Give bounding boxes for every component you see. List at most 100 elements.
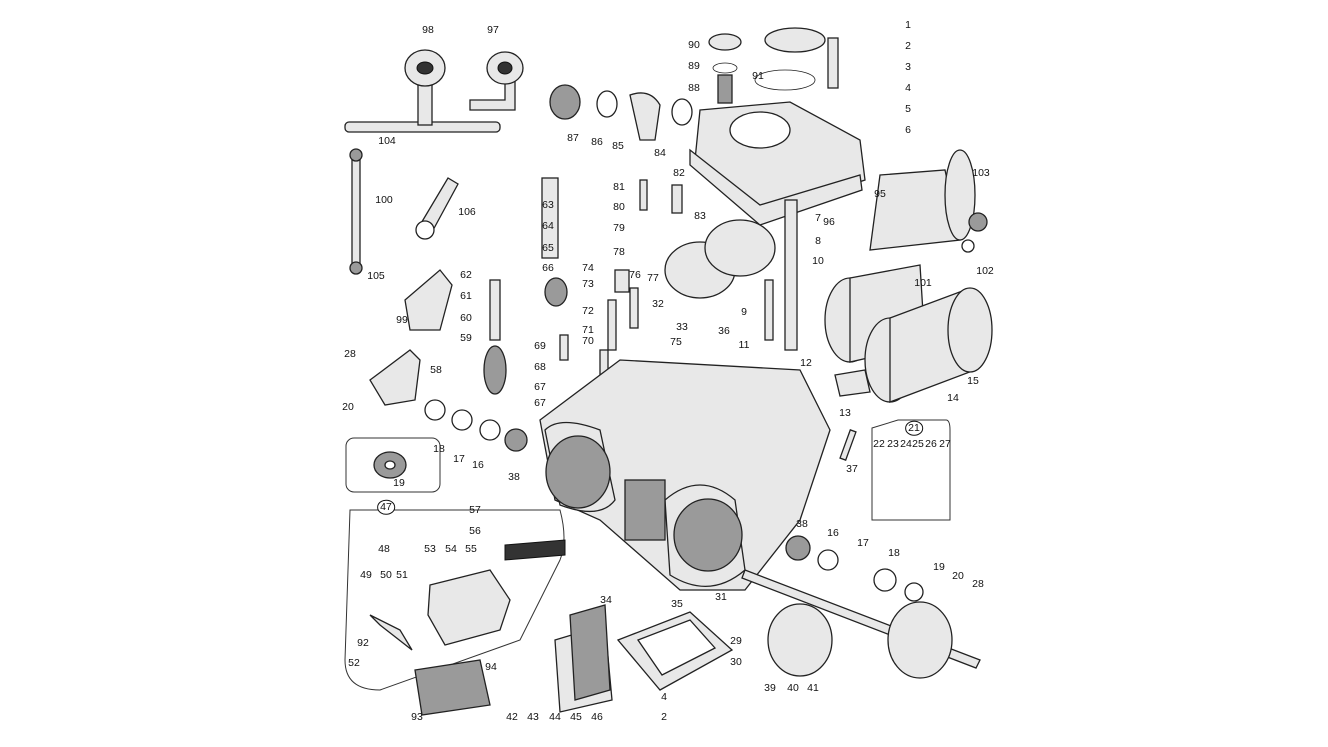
part-shape <box>887 601 953 679</box>
part-label: 49 <box>360 568 372 581</box>
part-shape <box>541 177 559 259</box>
part-label: 72 <box>582 304 594 317</box>
part-label: 103 <box>972 166 990 179</box>
part-label: 82 <box>673 166 685 179</box>
part-label: 30 <box>730 655 742 668</box>
part-label: 91 <box>752 69 764 82</box>
part-shape <box>961 239 975 253</box>
part-label: 61 <box>460 289 472 302</box>
part-shape <box>764 279 774 341</box>
part-label: 70 <box>582 334 594 347</box>
inset-box-19 <box>345 437 441 493</box>
part-label: 81 <box>613 180 625 193</box>
part-shape <box>351 151 361 273</box>
part-label: 65 <box>542 241 554 254</box>
part-shape <box>827 37 839 89</box>
part-label: 6 <box>905 123 911 136</box>
part-shape <box>545 435 611 509</box>
part-label: 2 <box>661 710 667 723</box>
part-label: 11 <box>738 338 750 351</box>
part-label: 28 <box>972 577 984 590</box>
part-label: 69 <box>534 339 546 352</box>
carburetor-body-31 <box>539 359 831 591</box>
part-shape <box>489 279 501 341</box>
part-shape <box>689 148 863 226</box>
part-label: 73 <box>582 277 594 290</box>
part-shape <box>369 614 413 651</box>
part-label-circled: 21 <box>905 420 923 436</box>
part-label: 50 <box>380 568 392 581</box>
part-label: 18 <box>888 546 900 559</box>
part-shape <box>384 460 396 470</box>
part-label: 57 <box>469 503 481 516</box>
link-rod-100 <box>349 148 363 275</box>
part-label: 1 <box>905 18 911 31</box>
part-label: 100 <box>375 193 393 206</box>
part-label: 8 <box>815 234 821 247</box>
part-label: 75 <box>670 335 682 348</box>
part-shape <box>614 269 630 293</box>
part-shape <box>639 179 648 211</box>
part-shape <box>607 299 617 351</box>
part-label: 40 <box>787 681 799 694</box>
part-label: 64 <box>542 219 554 232</box>
part-label: 90 <box>688 38 700 51</box>
part-label: 95 <box>874 187 886 200</box>
part-label: 46 <box>591 710 603 723</box>
part-label: 59 <box>460 331 472 344</box>
part-label: 92 <box>357 636 369 649</box>
part-label: 53 <box>424 542 436 555</box>
part-label: 60 <box>460 311 472 324</box>
part-shape <box>784 199 798 351</box>
part-shape <box>569 604 611 701</box>
part-label: 19 <box>393 476 405 489</box>
part-label: 19 <box>933 560 945 573</box>
part-shape <box>767 603 833 677</box>
part-label: 13 <box>839 406 851 419</box>
part-label: 39 <box>764 681 776 694</box>
part-label: 96 <box>823 215 835 228</box>
part-shape <box>349 148 363 162</box>
part-shape <box>415 220 435 240</box>
part-label: 94 <box>485 660 497 673</box>
part-label: 104 <box>378 134 396 147</box>
part-shape <box>817 549 839 571</box>
part-label: 12 <box>800 356 812 369</box>
linkage-rod-98-97 <box>344 49 524 133</box>
part-label: 2 <box>905 39 911 52</box>
part-label: 26 <box>925 437 937 450</box>
part-label: 83 <box>694 209 706 222</box>
part-label: 43 <box>527 710 539 723</box>
part-label: 32 <box>652 297 664 310</box>
part-label: 77 <box>647 271 659 284</box>
part-label: 20 <box>342 400 354 413</box>
part-label: 84 <box>654 146 666 159</box>
part-shape <box>416 61 434 75</box>
lever-99 <box>404 269 453 331</box>
part-label: 71 <box>582 323 594 336</box>
part-shape <box>504 428 528 452</box>
part-label: 14 <box>947 391 959 404</box>
part-shape <box>451 409 473 431</box>
part-label: 48 <box>378 542 390 555</box>
part-shape <box>424 399 446 421</box>
part-label: 4 <box>905 81 911 94</box>
part-shape <box>712 62 738 74</box>
inset-box-fuel-pump <box>344 509 565 691</box>
part-label: 99 <box>396 313 408 326</box>
part-label: 33 <box>676 320 688 333</box>
part-label: 55 <box>465 542 477 555</box>
part-shape <box>944 149 976 241</box>
part-shape <box>764 27 826 53</box>
part-shape <box>469 79 516 111</box>
part-label: 20 <box>952 569 964 582</box>
part-label: 101 <box>914 276 932 289</box>
part-label: 9 <box>741 305 747 318</box>
part-label: 41 <box>807 681 819 694</box>
part-shape <box>704 219 776 277</box>
part-label: 68 <box>534 360 546 373</box>
part-shape <box>349 261 363 275</box>
part-label: 17 <box>857 536 869 549</box>
part-label: 29 <box>730 634 742 647</box>
part-shape <box>483 345 507 395</box>
